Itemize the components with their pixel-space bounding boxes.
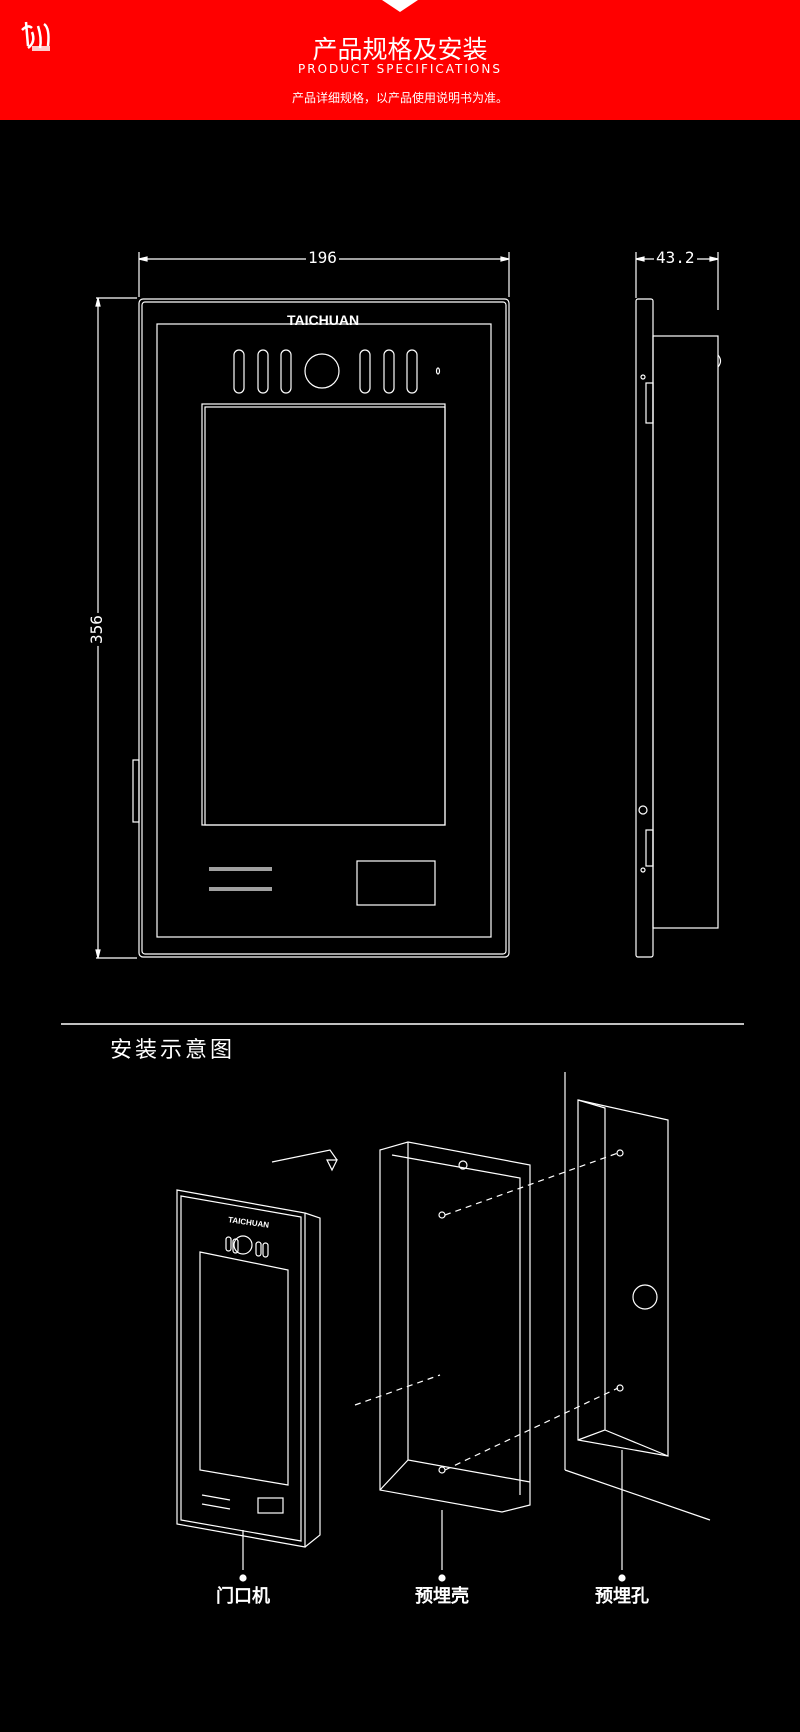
speaker-slots (233, 349, 418, 394)
page-title: 产品规格及安装 (312, 35, 488, 64)
label-back-box: 预埋壳 (415, 1586, 469, 1607)
screen-outline (201, 403, 446, 826)
label-door-unit: 门口机 (216, 1586, 270, 1607)
label-wall-hole: 预埋孔 (595, 1586, 649, 1607)
page-subtitle: PRODUCT SPECIFICATIONS (298, 62, 502, 76)
wall-hole-illustration (564, 1072, 711, 1582)
banner-notch (382, 0, 418, 12)
camera-lens (304, 353, 340, 389)
door-unit-illustration (176, 1149, 338, 1582)
alignment-lines (354, 1152, 619, 1471)
card-reader-area (356, 860, 436, 906)
depth-dimension-label: 43.2 (654, 248, 697, 267)
height-dimension-label: 356 (86, 613, 106, 646)
spec-note: 产品详细规格，以产品使用说明书为准。 (291, 91, 508, 105)
brand-label: TAICHUAN (287, 312, 360, 328)
back-box-illustration (379, 1141, 531, 1582)
side-view (635, 252, 722, 958)
install-section-title: 安装示意图 (110, 1038, 236, 1063)
header-banner: 产品规格及安装 PRODUCT SPECIFICATIONS 产品详细规格，以产… (0, 0, 800, 120)
width-dimension-label: 196 (306, 248, 339, 267)
front-view (132, 298, 510, 958)
brand-logo (21, 21, 50, 51)
